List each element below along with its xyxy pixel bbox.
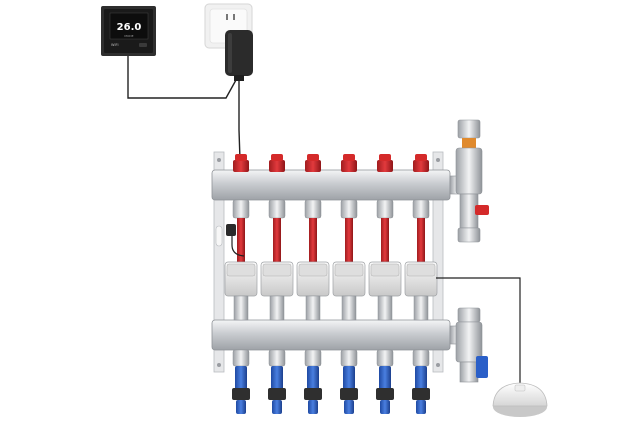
- supply-air-vent-assembly: [449, 119, 489, 243]
- actuator-top: [406, 263, 436, 277]
- flow-meter-top: [343, 154, 355, 161]
- power-cable: [238, 81, 241, 161]
- outlet-nozzle: [308, 400, 318, 414]
- flow-tube: [309, 218, 317, 262]
- return-valve-body: [233, 295, 249, 321]
- flow-tube: [417, 218, 425, 262]
- actuator-cable: [231, 226, 245, 257]
- outlet-nozzle: [236, 400, 246, 414]
- sensor-cable: [436, 277, 521, 385]
- flow-meter-top: [307, 154, 319, 161]
- return-valve-body: [377, 295, 393, 321]
- outlet-nozzle: [416, 400, 426, 414]
- flow-meter-cap: [305, 160, 321, 172]
- actuator-top: [226, 263, 256, 277]
- supply-fitting: [376, 199, 394, 219]
- flow-meter-cap: [413, 160, 429, 172]
- circuit-2: [260, 154, 294, 414]
- thermostat-cable: [127, 56, 237, 99]
- flow-meter-top: [235, 154, 247, 161]
- thermostat-screen: [109, 12, 149, 40]
- receiver-dome: [492, 382, 548, 417]
- flow-meter-top: [379, 154, 391, 161]
- return-valve-body: [305, 295, 321, 321]
- circuit-5: [368, 154, 402, 414]
- return-manifold-bar: [211, 319, 451, 351]
- flow-tube: [273, 218, 281, 262]
- return-ball-valve-handle: [476, 356, 488, 378]
- supply-ball-valve-handle: [475, 205, 489, 215]
- actuator-top: [298, 263, 328, 277]
- outlet-nozzle: [272, 400, 282, 414]
- supply-fitting: [232, 199, 250, 219]
- flow-tube: [345, 218, 353, 262]
- cable-connector: [226, 224, 236, 236]
- thermostat-button: [139, 43, 147, 47]
- flow-tube: [381, 218, 389, 262]
- flow-meter-top: [271, 154, 283, 161]
- temperature-sensor-clip: [232, 388, 250, 400]
- supply-fitting: [304, 199, 322, 219]
- return-valve-body: [269, 295, 285, 321]
- outlet-nozzle: [344, 400, 354, 414]
- return-drain-assembly: [449, 307, 488, 383]
- return-fitting: [412, 349, 430, 367]
- flow-meter-cap: [377, 160, 393, 172]
- flow-tube: [237, 218, 245, 262]
- return-fitting: [268, 349, 286, 367]
- flow-meter-top: [415, 154, 427, 161]
- return-valve-body: [341, 295, 357, 321]
- thermostat: 26.0 MODE WIFI: [101, 6, 156, 56]
- circuit-1: [224, 154, 258, 414]
- actuator-top: [334, 263, 364, 277]
- actuator-top: [262, 263, 292, 277]
- return-valve-body: [413, 295, 429, 321]
- temperature-sensor-clip: [340, 388, 358, 400]
- supply-fitting: [340, 199, 358, 219]
- supply-manifold-bar: [211, 169, 451, 201]
- temperature-sensor-clip: [376, 388, 394, 400]
- return-fitting: [304, 349, 322, 367]
- circuits: [224, 154, 438, 414]
- temperature-sensor-clip: [268, 388, 286, 400]
- flow-meter-cap: [233, 160, 249, 172]
- power-adapter: [225, 30, 253, 81]
- thermostat-temperature: 26.0: [117, 22, 142, 33]
- thermostat-brand-label: WIFI: [111, 43, 119, 47]
- flow-meter-cap: [269, 160, 285, 172]
- temperature-sensor-clip: [412, 388, 430, 400]
- thermostat-screen-label: MODE: [124, 34, 133, 38]
- circuit-4: [332, 154, 366, 414]
- return-fitting: [340, 349, 358, 367]
- flow-meter-cap: [341, 160, 357, 172]
- supply-fitting: [268, 199, 286, 219]
- circuit-3: [296, 154, 330, 414]
- supply-fitting: [412, 199, 430, 219]
- return-fitting: [232, 349, 250, 367]
- outlet-nozzle: [380, 400, 390, 414]
- return-fitting: [376, 349, 394, 367]
- circuit-6: [404, 154, 438, 414]
- temperature-sensor-clip: [304, 388, 322, 400]
- actuator-top: [370, 263, 400, 277]
